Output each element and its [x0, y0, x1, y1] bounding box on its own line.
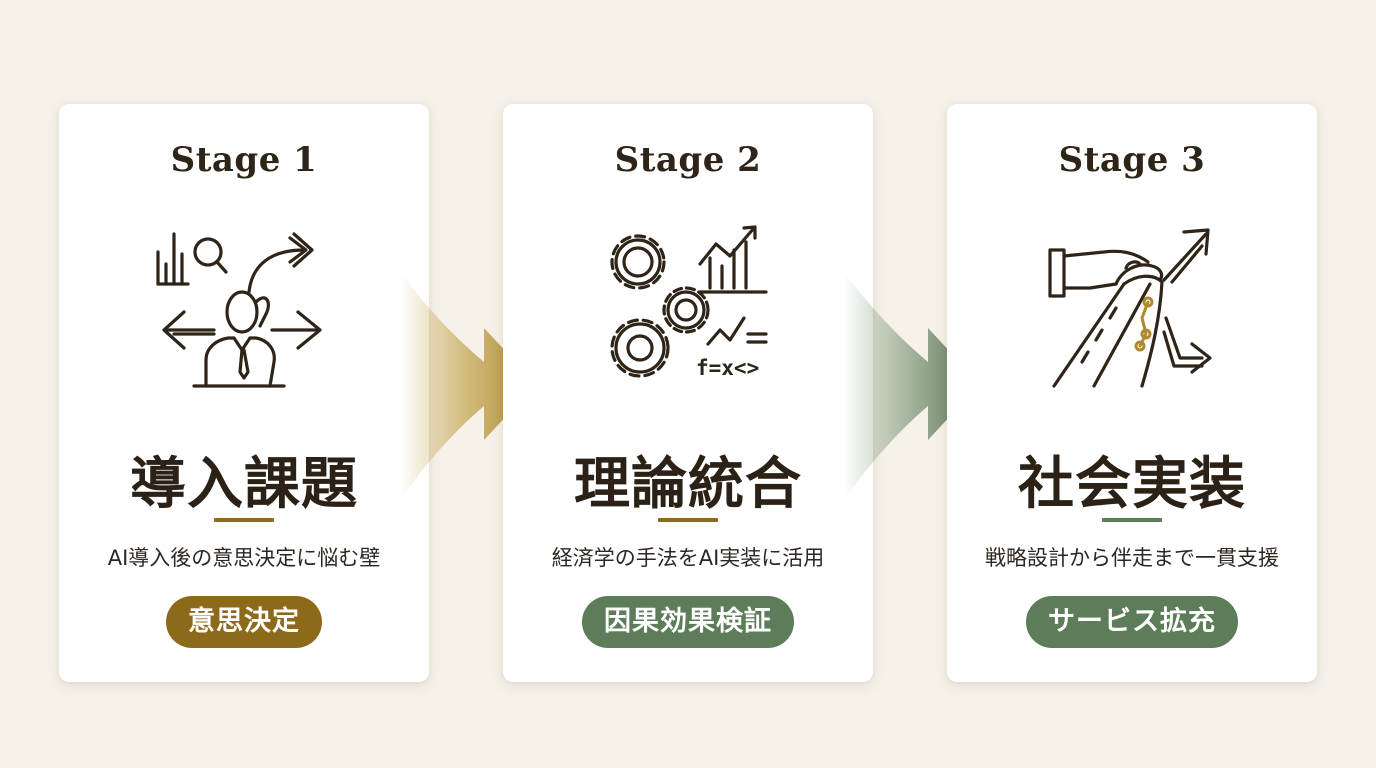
stage-2-badge: 因果効果検証: [582, 596, 794, 648]
stage-3-description: 戦略設計から伴走まで一貫支援: [985, 546, 1279, 570]
stage-3-label: Stage 3: [1058, 140, 1206, 180]
stage-2-description: 経済学の手法をAI実装に活用: [551, 546, 825, 570]
hand-road-arrows-icon: [1042, 222, 1222, 402]
stage-3-divider: [1102, 518, 1162, 522]
stage-3-card: Stage 3: [947, 104, 1317, 682]
stage-1-label: Stage 1: [170, 140, 318, 180]
stage-1-title: 導入課題: [130, 451, 358, 517]
flow-arrow-2: [842, 270, 982, 502]
stage-2-divider: [658, 518, 718, 522]
stage-3-title: 社会実装: [1018, 451, 1246, 517]
stage-2-title: 理論統合: [574, 451, 802, 517]
stage-1-divider: [214, 518, 274, 522]
stage-2-label: Stage 2: [614, 140, 762, 180]
stage-3-badge: サービス拡充: [1026, 596, 1238, 648]
stage-1-badge: 意思決定: [166, 596, 322, 648]
stage-1-card: Stage 1: [59, 104, 429, 682]
formula-text: f=x<>: [696, 356, 760, 380]
flow-arrow-1: [398, 270, 538, 502]
confused-person-arrows-icon: [154, 222, 334, 402]
stage-1-description: AI導入後の意思決定に悩む壁: [107, 546, 381, 570]
gears-chart-formula-icon: f=x<>: [598, 222, 778, 402]
stage-2-card: Stage 2: [503, 104, 873, 682]
